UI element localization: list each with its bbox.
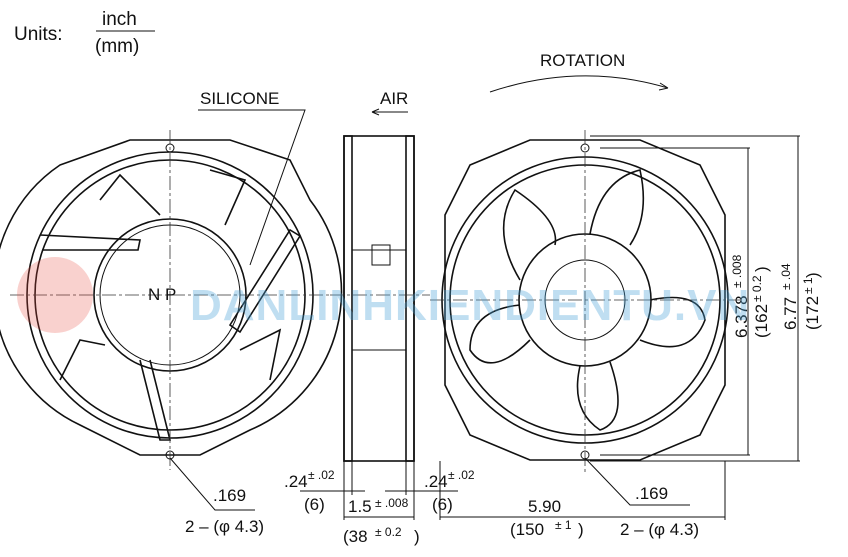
height2-inch: 6.77: [781, 297, 800, 330]
depth-inch: 1.5: [348, 497, 372, 516]
side-dimension-lines: [300, 461, 458, 520]
hub-marking: N P: [148, 285, 176, 304]
silicone-label: SILICONE: [200, 89, 279, 108]
air-flow-arrow-icon: [371, 108, 408, 116]
watermark-text: DANLINHKIENDIENTU.VN: [190, 281, 750, 330]
fan-rear-view: [430, 130, 740, 475]
hole-pitch-mm-tol: ± 1: [555, 518, 572, 532]
rear-hole-inch: .169: [635, 484, 668, 503]
hole-pitch-inch: 5.90: [528, 497, 561, 516]
air-label: AIR: [380, 89, 408, 108]
flange-left-tol: ± .02: [308, 468, 335, 482]
height1-tol: ± .008: [730, 254, 744, 288]
rear-hole-spec: 2 – (φ 4.3): [620, 520, 699, 539]
height1-mm: (162: [752, 304, 771, 338]
left-hole-inch: .169: [213, 486, 246, 505]
height1-mm-close: ): [752, 266, 771, 272]
flange-right-inch: .24: [424, 472, 448, 491]
mount-hole-bottom: [165, 450, 175, 460]
flange-right-tol: ± .02: [448, 468, 475, 482]
silicone-leader: [198, 109, 306, 266]
side-flange-right: [405, 135, 415, 462]
height2-mm-close: ): [803, 272, 822, 278]
units-denominator: (mm): [95, 36, 139, 57]
rear-blades: [469, 169, 706, 431]
units-label: Units:: [14, 24, 63, 45]
rear-mount-hole-top: [580, 143, 590, 153]
height2-tol: ± .04: [779, 263, 793, 290]
depth-mm: (38: [343, 527, 368, 546]
height2-mm: (172: [803, 296, 822, 330]
rear-frame-outline: [444, 139, 726, 461]
height1-mm-tol: ± 0.2: [750, 275, 764, 302]
flange-right-mm: (6): [432, 495, 453, 514]
depth-tol: ± .008: [375, 496, 409, 510]
hole-pitch-mm-close: ): [578, 520, 584, 539]
rear-mount-hole-bottom: [580, 450, 590, 460]
fan-side-view: [330, 135, 430, 462]
units-numerator: inch: [102, 9, 137, 30]
silicone-lead-grommet: [228, 228, 302, 334]
mount-hole-top: [165, 143, 175, 153]
rear-hole-leader: [584, 457, 690, 506]
height2-mm-tol: ± 1: [801, 277, 815, 294]
rear-dimension-lines: [439, 135, 800, 520]
depth-mm-close: ): [414, 527, 420, 546]
height1-inch: 6.378: [732, 295, 751, 338]
height1-dimension: 6.378 ± .008 (162 ± 0.2 ): [730, 254, 771, 338]
flange-left-inch: .24: [284, 472, 308, 491]
fan-struts: [39, 169, 282, 441]
flange-left-mm: (6): [304, 495, 325, 514]
left-hole-leader: [169, 457, 255, 511]
hole-pitch-mm: (150: [510, 520, 544, 539]
side-flange-left: [343, 135, 353, 462]
height2-dimension: 6.77 ± .04 (172 ± 1 ): [779, 263, 822, 330]
side-lead-exit: [371, 244, 391, 266]
rotation-label: ROTATION: [540, 51, 625, 70]
depth-mm-tol: ± 0.2: [375, 525, 402, 539]
fan-front-view: N P: [0, 130, 343, 470]
rotation-arrow-icon: [489, 75, 669, 93]
watermark-logo: [17, 257, 93, 333]
left-hole-spec: 2 – (φ 4.3): [185, 517, 264, 536]
